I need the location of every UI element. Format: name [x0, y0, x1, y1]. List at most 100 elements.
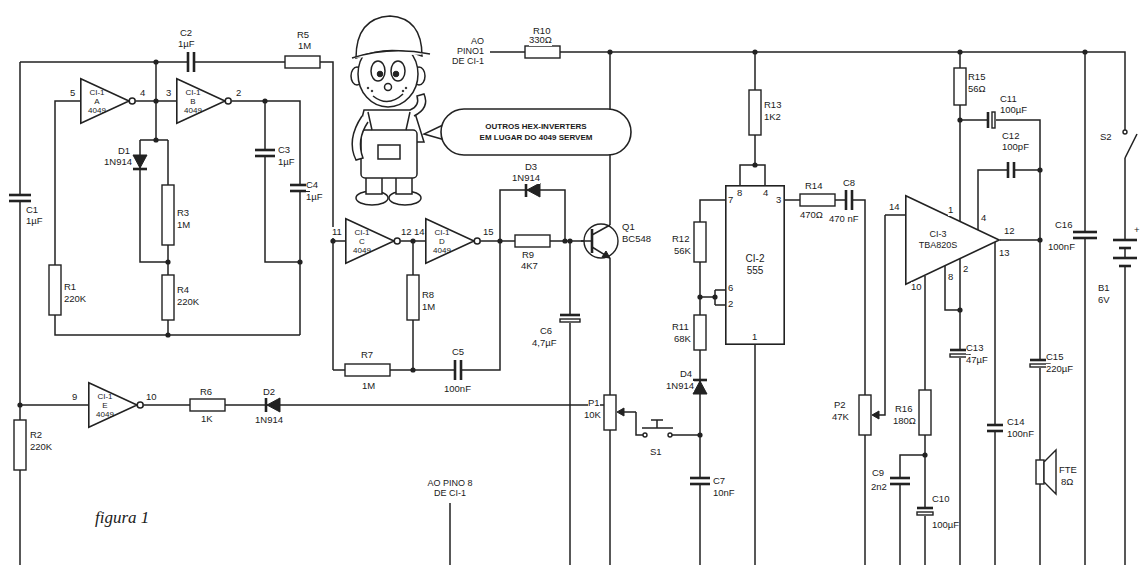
battery-symbol: [1124, 248, 1126, 258]
component-label: R9: [522, 250, 534, 261]
component-label: R12: [672, 234, 689, 245]
node-label: CI-1: [177, 88, 209, 97]
inverter-gate-outline: [345, 218, 401, 264]
component-label: 8Ω: [1061, 477, 1073, 488]
junction-dot: [752, 49, 757, 54]
resistor-symbol: [162, 275, 174, 320]
component-label: 180Ω: [893, 416, 916, 427]
cartoon-boy: [391, 61, 405, 81]
pin-number: 11: [332, 227, 342, 238]
pin-number: 12: [401, 227, 412, 238]
capacitor-symbol: [987, 430, 1003, 433]
junction-dot: [1037, 237, 1042, 242]
speaker-symbol: [1036, 450, 1056, 494]
pin-number: 10: [911, 282, 922, 293]
node-text-group: CI-3TBA820S: [910, 229, 966, 251]
component-label: C13: [966, 343, 983, 354]
resistor-symbol: [14, 46, 966, 470]
resistor-symbol: [515, 235, 550, 247]
capacitor-symbol: [1007, 162, 1010, 178]
pin-number: 1: [752, 332, 757, 343]
capacitor-symbol: [1007, 162, 1015, 178]
cartoon-boy: [352, 51, 430, 58]
capacitor-symbol: [986, 424, 1004, 432]
wire: [900, 52, 1040, 565]
component-label: 220µF: [1046, 364, 1073, 375]
transistor-symbol: [592, 225, 610, 235]
node-text-group: CI-2555: [725, 253, 785, 277]
junction-dot: [922, 452, 927, 457]
component-label: 100nF: [444, 384, 471, 395]
resistor-symbol: [694, 222, 706, 262]
component-label: 1µF: [306, 192, 323, 203]
capacitor-symbol: [889, 477, 911, 485]
junction-dot: [153, 59, 158, 64]
resistor-symbol: [14, 420, 26, 470]
transistor-symbol: [581, 224, 618, 258]
wire: [144, 52, 700, 565]
component-label: C3: [278, 145, 290, 156]
speaker-symbol: [1036, 460, 1044, 484]
speech-bubble-outline: [440, 108, 632, 156]
resistor-symbol: [694, 315, 706, 350]
component-label: D3: [525, 162, 537, 173]
switch-symbol: [1125, 134, 1137, 158]
capacitor-symbol: [845, 190, 853, 210]
capacitor-symbol: [8, 194, 32, 202]
node-label: E: [89, 401, 121, 410]
pin-number: 3: [166, 88, 171, 99]
resistor-symbol: [859, 395, 871, 435]
switch-symbol: [656, 420, 658, 428]
component-label: 100µF: [1000, 105, 1027, 116]
diode-symbol: [267, 398, 280, 412]
component-label: R13: [764, 100, 781, 111]
junction-dot: [697, 432, 702, 437]
cartoon-boy: [351, 16, 445, 205]
component-label: 100nF: [1007, 429, 1034, 440]
capacitor-symbol: [890, 483, 910, 486]
battery-symbol: [1119, 265, 1131, 268]
component-label: R5: [297, 30, 309, 41]
node-label: C: [346, 237, 378, 246]
component-label: S1: [650, 447, 662, 458]
component-label: 68K: [674, 334, 691, 345]
component-label: 1N914: [104, 157, 132, 168]
speaker-symbol: [1044, 450, 1056, 494]
capacitor-symbol: [559, 314, 581, 323]
capacitor-symbol: [254, 149, 276, 157]
node-label: 4049: [177, 106, 209, 115]
capacitor-symbol: [1013, 162, 1016, 178]
wire-connector: [136, 101, 176, 102]
component-label: C6: [540, 326, 552, 337]
capacitor-symbol: [690, 477, 710, 480]
component-label: 1M: [177, 220, 190, 231]
junction-dot: [262, 98, 267, 103]
capacitor-symbol: [454, 360, 457, 380]
diode-symbol: [265, 398, 268, 412]
cartoon-boy: [352, 116, 368, 160]
component-label: D4: [680, 369, 692, 380]
capacitor-symbol: [255, 149, 275, 152]
capacitor-symbol: [987, 112, 996, 128]
inverter-gate-outline: [88, 382, 144, 428]
resistor-symbol: [162, 185, 174, 245]
pin-number: 10: [146, 392, 157, 403]
node-label: CI-1: [89, 392, 121, 401]
node-label: 4049: [346, 246, 378, 255]
speech-bubble-shape: [441, 109, 631, 155]
component-label: 100nF: [1048, 242, 1075, 253]
pin-number: 14: [889, 202, 900, 213]
amplifier-ic-shape: [906, 196, 999, 284]
capacitor-symbol: [560, 319, 580, 322]
pin-number: 6: [728, 283, 733, 294]
component-label: R7: [361, 350, 373, 361]
junction-dot: [17, 402, 22, 407]
capacitor-symbol: [917, 507, 933, 510]
node-text-group: CI-1E4049: [89, 392, 121, 419]
cartoon-boy: [377, 71, 383, 77]
resistor-symbol: [285, 56, 320, 68]
speech-bubble: OUTROS HEX-INVERTERSEM LUGAR DO 4049 SER…: [440, 108, 632, 156]
pin-number: 4: [981, 213, 986, 224]
diode-symbol: [133, 155, 147, 168]
